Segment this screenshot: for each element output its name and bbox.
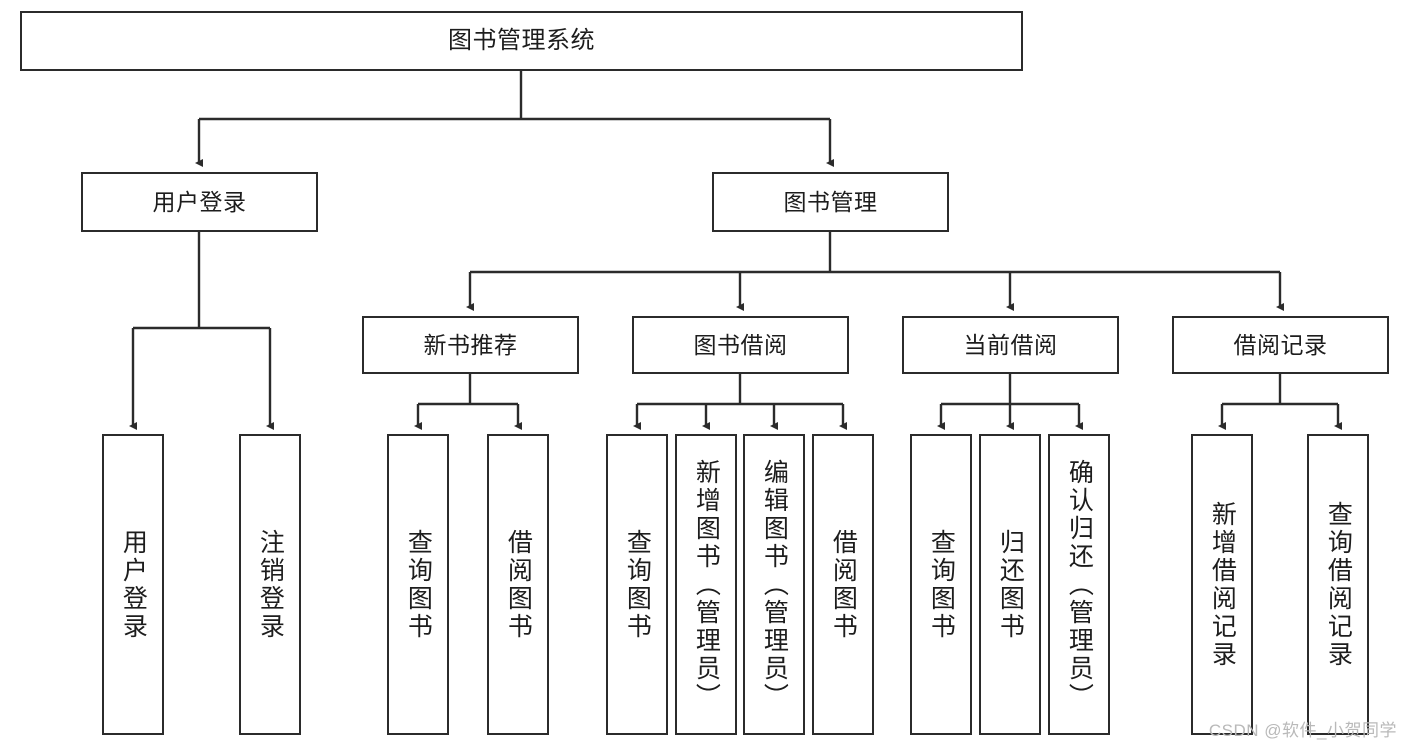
node-label: 图书管理 [783,188,878,215]
node-label: 查询图书 [927,528,956,641]
leaf-user-login[interactable]: 用户登录 [102,434,164,735]
node-label: 图书借阅 [693,331,788,358]
node-label: 当前借阅 [963,331,1058,358]
leaf-query-borrow-record[interactable]: 查询借阅记录 [1307,434,1369,735]
leaf-logout[interactable]: 注销登录 [239,434,301,735]
leaf-query-book-borrow[interactable]: 查询图书 [606,434,668,735]
leaf-edit-book-admin[interactable]: 编辑图书（管理员） [743,434,805,735]
node-user-login[interactable]: 用户登录 [81,172,318,232]
node-label: 编辑图书（管理员） [760,458,789,711]
node-new-book-recommend[interactable]: 新书推荐 [362,316,579,374]
node-label: 图书管理系统 [448,27,595,55]
node-label: 确认归还（管理员） [1065,458,1094,711]
leaf-query-book-recommend[interactable]: 查询图书 [387,434,449,735]
leaf-confirm-return-admin[interactable]: 确认归还（管理员） [1048,434,1110,735]
leaf-add-book-admin[interactable]: 新增图书（管理员） [675,434,737,735]
node-label: 用户登录 [119,528,148,641]
node-label: 新书推荐 [423,331,518,358]
node-book-management[interactable]: 图书管理 [712,172,949,232]
node-label: 查询图书 [404,528,433,641]
leaf-query-book-current[interactable]: 查询图书 [910,434,972,735]
node-label: 新增借阅记录 [1208,500,1237,669]
node-book-borrow[interactable]: 图书借阅 [632,316,849,374]
watermark: CSDN @软件_小贺同学 [1208,721,1397,740]
leaf-add-borrow-record[interactable]: 新增借阅记录 [1191,434,1253,735]
node-label: 注销登录 [256,528,285,641]
node-label: 查询图书 [623,528,652,641]
node-label: 用户登录 [152,188,247,215]
node-label: 借阅图书 [504,528,533,641]
node-borrow-record[interactable]: 借阅记录 [1172,316,1389,374]
leaf-borrow-book[interactable]: 借阅图书 [812,434,874,735]
node-current-borrow[interactable]: 当前借阅 [902,316,1119,374]
node-root-system[interactable]: 图书管理系统 [20,11,1023,71]
node-label: 借阅图书 [829,528,858,641]
node-label: 新增图书（管理员） [692,458,721,711]
node-label: 借阅记录 [1233,331,1328,358]
leaf-return-book[interactable]: 归还图书 [979,434,1041,735]
node-label: 归还图书 [996,528,1025,641]
leaf-borrow-book-recommend[interactable]: 借阅图书 [487,434,549,735]
node-label: 查询借阅记录 [1324,500,1353,669]
